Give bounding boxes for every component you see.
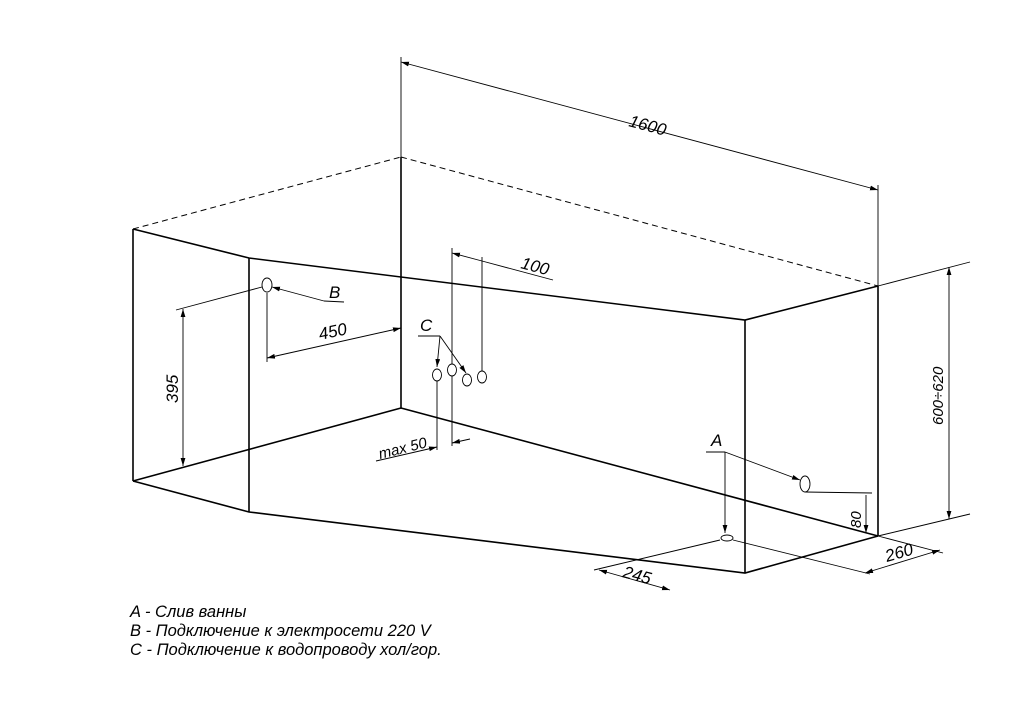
dimension-b-offset: 450: [266, 293, 402, 362]
bottom-back-left-edge: [132, 407, 402, 482]
point-c-hole-2: [447, 363, 457, 377]
point-b-label: B: [329, 283, 340, 302]
point-a-label: A: [710, 431, 722, 450]
dimension-a-height: 80: [804, 491, 873, 533]
legend: A - Слив ванны B - Подключение к электро…: [130, 603, 442, 660]
top-back-dashed-edge: [132, 156, 402, 230]
dimension-b-height-label: 395: [163, 374, 182, 403]
bathtub-outline: [132, 156, 879, 574]
dimension-b-offset-label: 450: [317, 319, 349, 344]
legend-item-a: A - Слив ванны: [130, 603, 247, 621]
point-c-label: C: [420, 316, 433, 335]
point-c-hole-3: [462, 373, 472, 387]
dimension-c-max: max 50: [375, 376, 471, 463]
dimension-b-height: 395: [163, 286, 263, 466]
dimension-c-offset-label: 100: [519, 254, 552, 280]
dimension-height-label: 600÷620: [930, 366, 947, 425]
top-right-dashed-edge: [400, 156, 879, 287]
point-a-drain-hole: [720, 534, 734, 542]
point-b: B: [261, 277, 345, 303]
dimension-c-max-label: max 50: [377, 434, 429, 463]
point-a: A: [706, 431, 811, 542]
dimension-height: 600÷620: [877, 261, 971, 537]
point-c-hole-1: [432, 368, 442, 382]
point-c: C: [418, 316, 487, 387]
bottom-front-edge: [132, 480, 879, 574]
dimension-length-label: 1600: [627, 112, 669, 140]
dimension-a-height-label: 80: [848, 511, 865, 528]
dimension-a-side-label: 260: [882, 540, 916, 567]
legend-item-b: B - Подключение к электросети 220 V: [130, 622, 431, 640]
point-b-hole: [261, 277, 273, 293]
dimension-a-front-label: 245: [620, 562, 654, 588]
dimension-a-front: 245: [593, 539, 721, 591]
point-c-hole-4: [477, 370, 487, 384]
legend-item-c: C - Подключение к водопроводу хол/гор.: [130, 641, 442, 659]
bottom-back-right-edge: [400, 407, 879, 537]
dimension-length: 1600: [400, 57, 879, 286]
front-top-edge: [132, 228, 879, 321]
dimension-c-offset: 100: [451, 248, 554, 371]
point-a-side-hole: [799, 475, 811, 493]
